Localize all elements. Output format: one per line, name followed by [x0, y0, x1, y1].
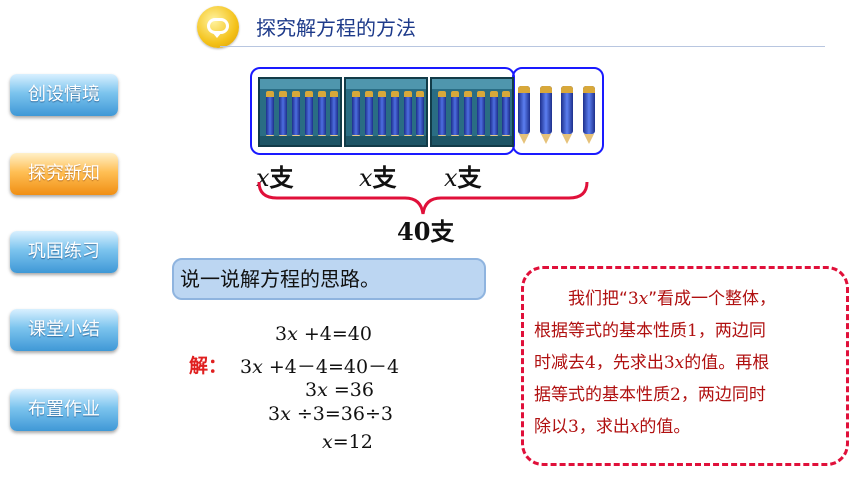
note-line-5: 除以3，求出x的值。 — [534, 417, 691, 437]
loose-pencil-1 — [518, 86, 530, 144]
pencil-box-1 — [258, 77, 342, 147]
box-label-2: x支 — [359, 164, 397, 192]
solution-label: 解： — [189, 355, 228, 377]
loose-pencil-4 — [583, 86, 595, 144]
equation-given: 3x +4=40 — [275, 323, 372, 345]
pencil-box-3 — [430, 77, 514, 147]
explanation-note: 我们把“3x”看成一个整体， 根据等式的基本性质1，两边同 时减去4，先求出3x… — [521, 266, 849, 466]
nav-button-summary[interactable]: 课堂小结 — [10, 309, 118, 351]
pencil-box-2 — [344, 77, 428, 147]
solution-answer: x=12 — [322, 431, 373, 453]
pencil-boxes-frame — [250, 67, 515, 155]
note-line-4: 据等式的基本性质2，两边同时 — [534, 385, 766, 405]
total-brace — [257, 181, 589, 215]
loose-pencil-3 — [561, 86, 573, 144]
page-title: 探究解方程的方法 — [256, 16, 416, 40]
total-label: 40支 — [397, 217, 455, 246]
solution-step-2: 3x =36 — [305, 379, 374, 401]
nav-button-explore-new[interactable]: 探究新知 — [10, 153, 118, 195]
speech-bubble-icon — [197, 6, 239, 48]
nav-button-practice[interactable]: 巩固练习 — [10, 231, 118, 273]
box-label-3: x支 — [444, 164, 482, 192]
note-line-2: 根据等式的基本性质1，两边同 — [534, 321, 766, 341]
discussion-prompt: 说一说解方程的思路。 — [172, 258, 486, 300]
note-line-3: 时减去4，先求出3x的值。再根 — [534, 353, 770, 373]
solution-step-1: 3x +4－4=40－4 — [240, 356, 400, 378]
note-line-1: 我们把“3x”看成一个整体， — [568, 289, 777, 309]
nav-button-create-situation[interactable]: 创设情境 — [10, 74, 118, 116]
loose-pencil-2 — [540, 86, 552, 144]
solution-step-3: 3x ÷3=36÷3 — [268, 403, 393, 425]
header-divider — [220, 46, 825, 47]
nav-button-homework[interactable]: 布置作业 — [10, 389, 118, 431]
